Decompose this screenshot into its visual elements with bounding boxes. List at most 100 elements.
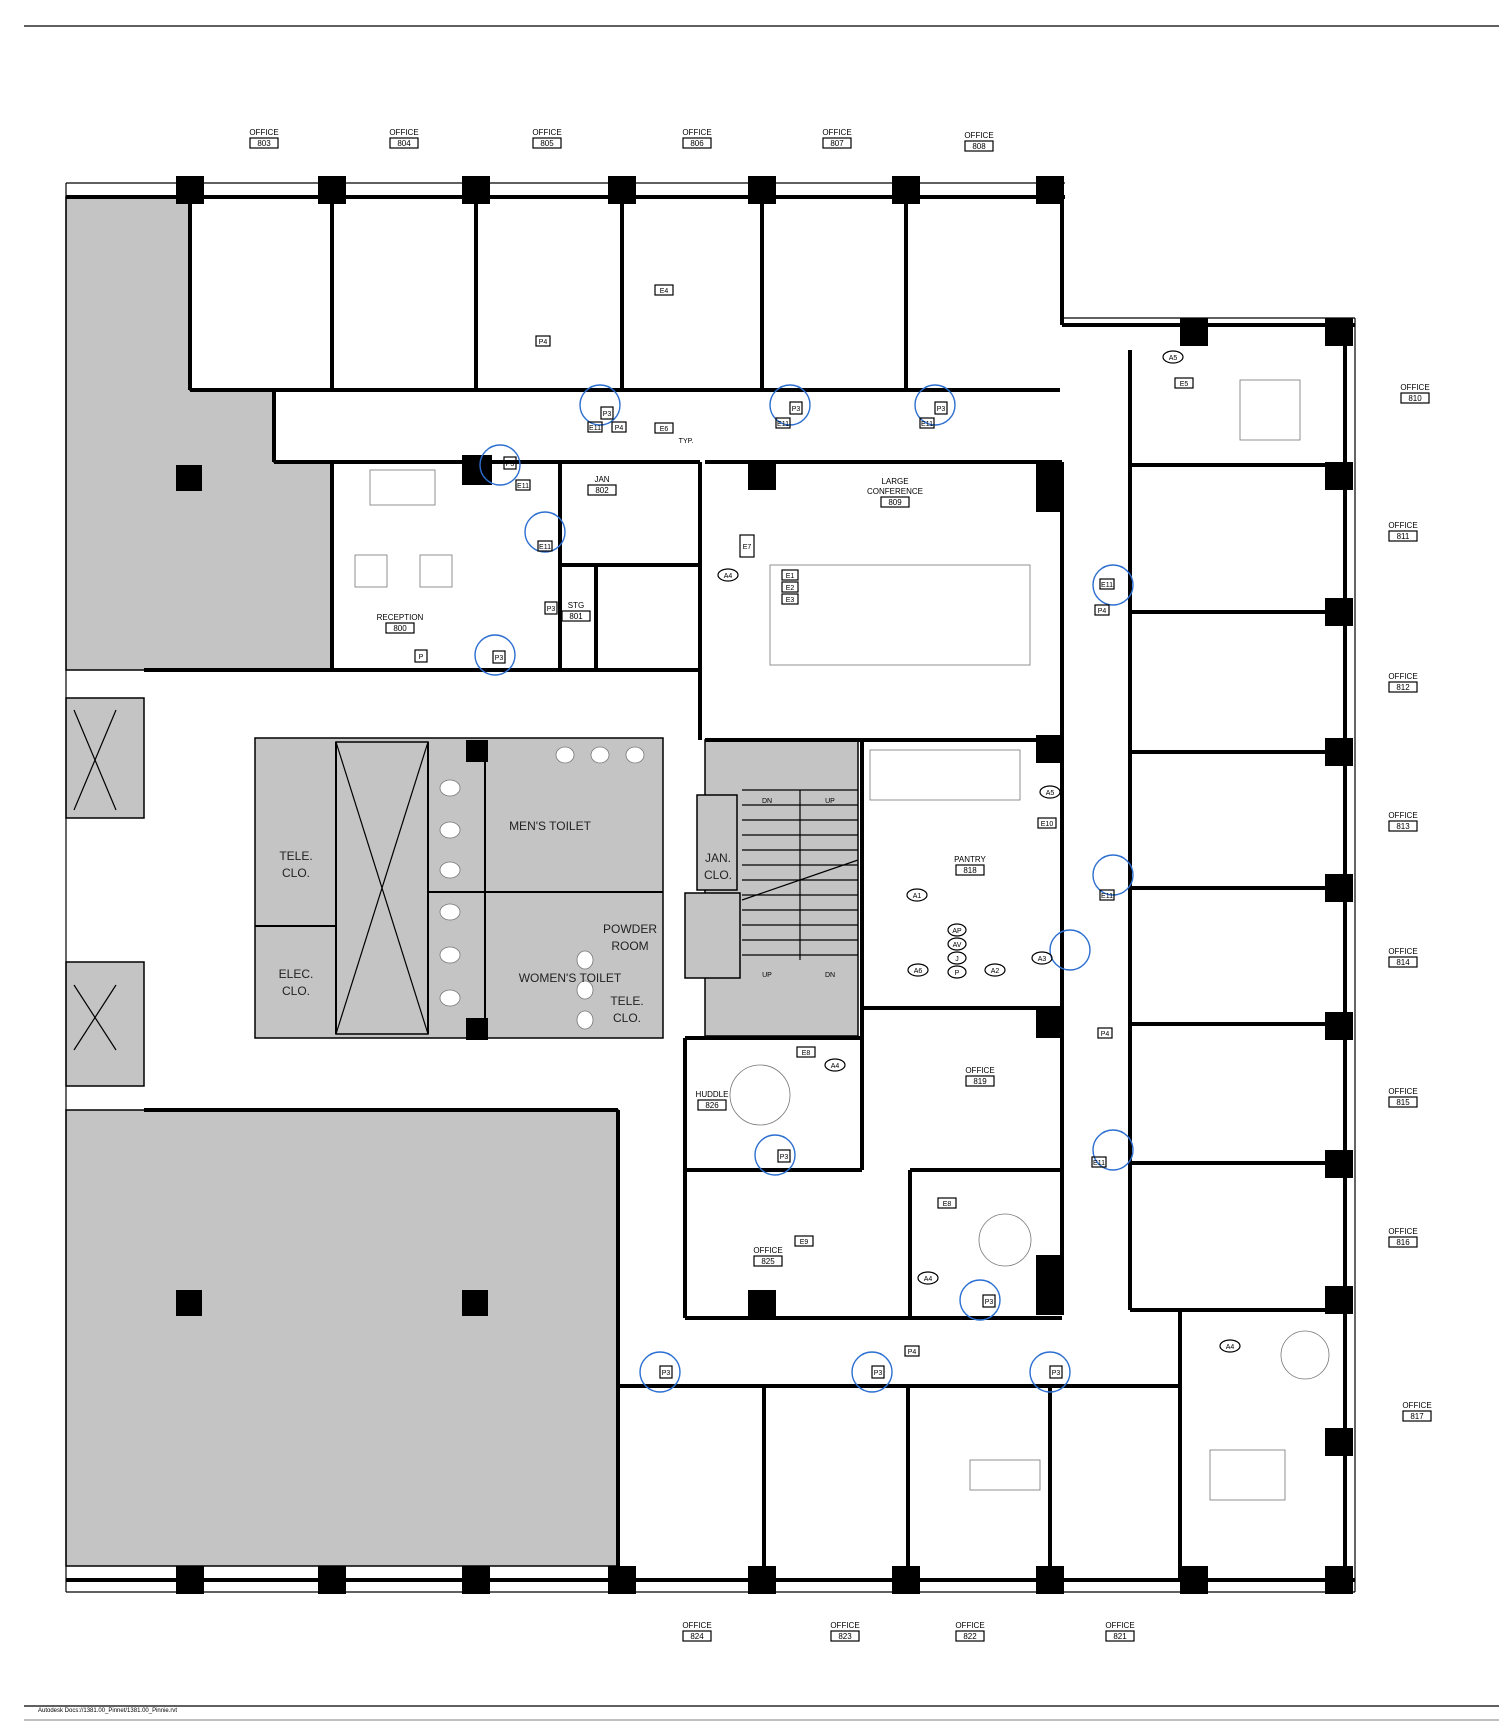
svg-text:A6: A6: [914, 968, 923, 975]
svg-text:E11: E11: [1093, 1160, 1105, 1167]
room-label-huddle-826: HUDDLE 826: [696, 1090, 729, 1111]
room-label-817: OFFICE 817: [1402, 1401, 1432, 1422]
tele-small-label-1: TELE.: [610, 994, 643, 1008]
shaded-area-left-top: [65, 196, 333, 671]
toilet-fixtures: [439, 746, 645, 1030]
svg-text:AP: AP: [952, 928, 962, 935]
svg-text:821: 821: [1113, 1632, 1127, 1641]
svg-text:814: 814: [1396, 958, 1410, 967]
svg-text:E5: E5: [1180, 381, 1189, 388]
svg-text:E11: E11: [539, 544, 551, 551]
svg-text:P3: P3: [780, 1154, 789, 1161]
svg-text:E8: E8: [802, 1050, 811, 1057]
room-label-823: OFFICE 823: [830, 1621, 860, 1642]
room-label-824: OFFICE 824: [682, 1621, 712, 1642]
svg-text:808: 808: [972, 142, 986, 151]
room-label-816: OFFICE 816: [1388, 1227, 1418, 1248]
svg-text:HUDDLE: HUDDLE: [696, 1090, 729, 1099]
svg-text:E10: E10: [1041, 821, 1054, 828]
elec-clo-label-1: ELEC.: [279, 967, 314, 981]
revision-clouds: [474, 384, 1134, 1393]
room-label-812: OFFICE 812: [1388, 672, 1418, 693]
svg-text:AV: AV: [953, 942, 962, 949]
stair-up-2: UP: [762, 972, 772, 979]
svg-text:809: 809: [888, 498, 902, 507]
svg-text:OFFICE: OFFICE: [753, 1246, 782, 1255]
svg-text:807: 807: [830, 139, 844, 148]
powder-room-label-2: ROOM: [611, 939, 648, 953]
svg-text:A4: A4: [831, 1063, 840, 1070]
room-label-office-825: OFFICE 825: [753, 1246, 783, 1267]
room-label-821: OFFICE 821: [1105, 1621, 1135, 1642]
room-label-office-819: OFFICE 819: [965, 1066, 995, 1087]
svg-text:A1: A1: [913, 893, 922, 900]
svg-text:P3: P3: [603, 411, 612, 418]
svg-text:815: 815: [1396, 1098, 1410, 1107]
jan-clo-label-1: JAN.: [705, 851, 731, 865]
svg-text:812: 812: [1396, 683, 1410, 692]
svg-text:806: 806: [690, 139, 704, 148]
svg-text:818: 818: [963, 866, 977, 875]
svg-text:OFFICE: OFFICE: [964, 131, 993, 140]
svg-text:OFFICE: OFFICE: [1388, 1227, 1417, 1236]
room-label-808: OFFICE 808: [964, 131, 994, 152]
room-label-jan-802: JAN 802: [587, 475, 617, 496]
svg-text:819: 819: [973, 1077, 987, 1086]
svg-text:P3: P3: [1052, 1370, 1061, 1377]
svg-text:A4: A4: [1226, 1344, 1235, 1351]
svg-text:801: 801: [569, 612, 583, 621]
womens-toilet-label: WOMEN'S TOILET: [519, 971, 622, 985]
svg-text:A2: A2: [991, 968, 1000, 975]
svg-text:OFFICE: OFFICE: [1105, 1621, 1134, 1630]
svg-text:OFFICE: OFFICE: [249, 128, 278, 137]
svg-text:825: 825: [761, 1257, 775, 1266]
svg-text:OFFICE: OFFICE: [1388, 811, 1417, 820]
svg-text:P3: P3: [985, 1299, 994, 1306]
file-path-footer: Autodesk Docs://1381.00_Pinnet/1381.00_P…: [38, 1708, 178, 1714]
stair-dn-2: DN: [825, 972, 835, 979]
svg-text:800: 800: [393, 624, 407, 633]
svg-text:PANTRY: PANTRY: [954, 855, 986, 864]
svg-text:OFFICE: OFFICE: [682, 128, 711, 137]
svg-text:803: 803: [257, 139, 271, 148]
svg-text:OFFICE: OFFICE: [822, 128, 851, 137]
elevator-shaft-2: [65, 961, 145, 1087]
svg-text:OFFICE: OFFICE: [1400, 383, 1429, 392]
typ-note: TYP.: [679, 438, 694, 445]
room-label-804: OFFICE 804: [389, 128, 419, 149]
svg-text:P4: P4: [615, 425, 624, 432]
room-label-813: OFFICE 813: [1388, 811, 1418, 832]
svg-text:824: 824: [690, 1632, 704, 1641]
stair-up-1: UP: [825, 798, 835, 805]
shaded-area-left-bottom: [65, 1109, 619, 1567]
columns: [176, 176, 1353, 1594]
svg-text:822: 822: [963, 1632, 977, 1641]
svg-text:805: 805: [540, 139, 554, 148]
svg-text:P3: P3: [506, 461, 515, 468]
svg-text:813: 813: [1396, 822, 1410, 831]
device-tags: E4 E6 E5 E7 E10 E8 E8 E9 E1 E2 E3 P4 P4 …: [414, 284, 1241, 1379]
svg-text:826: 826: [705, 1101, 719, 1110]
stair-treads: [741, 789, 859, 960]
svg-text:816: 816: [1396, 1238, 1410, 1247]
svg-text:P3: P3: [495, 655, 504, 662]
svg-text:OFFICE: OFFICE: [830, 1621, 859, 1630]
svg-text:E3: E3: [786, 597, 795, 604]
svg-text:E1: E1: [786, 573, 795, 580]
svg-text:OFFICE: OFFICE: [965, 1066, 994, 1075]
svg-text:OFFICE: OFFICE: [955, 1621, 984, 1630]
tele-small-label-2: CLO.: [613, 1011, 641, 1025]
room-label-805: OFFICE 805: [532, 128, 562, 149]
svg-text:E9: E9: [800, 1239, 809, 1246]
jan-clo-box: [696, 794, 738, 891]
jan-clo-label-2: CLO.: [704, 868, 732, 882]
room-label-814: OFFICE 814: [1388, 947, 1418, 968]
svg-text:JAN: JAN: [594, 475, 609, 484]
svg-text:STG: STG: [568, 601, 584, 610]
svg-text:E11: E11: [517, 483, 529, 490]
svg-text:OFFICE: OFFICE: [1388, 672, 1417, 681]
svg-text:P3: P3: [874, 1370, 883, 1377]
svg-text:E4: E4: [660, 288, 669, 295]
svg-text:P: P: [419, 654, 424, 661]
